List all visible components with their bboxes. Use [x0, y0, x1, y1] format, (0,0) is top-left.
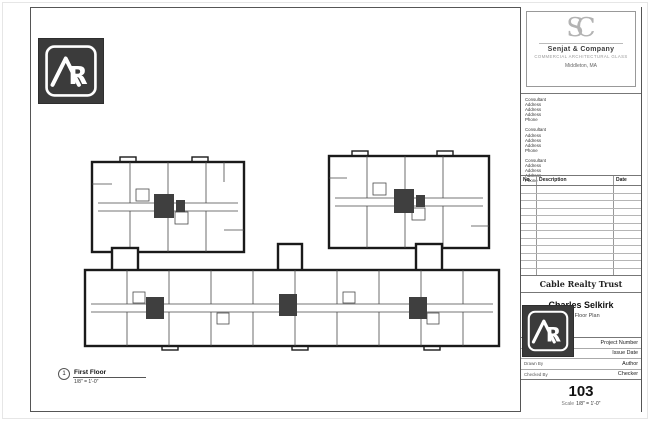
firm-logo-small: R	[522, 305, 574, 357]
wing-lower	[83, 268, 501, 351]
revision-row	[521, 223, 641, 231]
field-drawn-by: Drawn By Author	[521, 359, 641, 370]
col-description: Description	[537, 176, 614, 185]
firm-logo-large: R	[38, 38, 104, 104]
project-name: Charles Selkirk	[548, 300, 614, 310]
consultants-block: Consultant Address Address Address Phone…	[521, 93, 641, 183]
revision-row	[521, 261, 641, 269]
view-scale: 1/8" = 1'-0"	[74, 379, 99, 385]
titleblock: SC Senjat & Company COMMERCIAL ARCHITECT…	[520, 7, 641, 412]
firm-name: Senjat & Company	[547, 46, 615, 53]
stair-core	[409, 297, 427, 319]
firm-location: Middleton, MA	[565, 63, 597, 69]
stair-core	[394, 189, 414, 213]
sheet-border	[30, 7, 642, 412]
project-owner: Cable Realty Trust	[521, 275, 641, 293]
stair-core	[146, 297, 164, 319]
view-number: 1	[62, 371, 66, 377]
revision-row	[521, 201, 641, 209]
col-no: No.	[521, 176, 537, 185]
view-title: 1 First Floor 1/8" = 1'-0"	[58, 368, 147, 385]
revision-row	[521, 231, 641, 239]
consultant-entry: Consultant Address Address Address Phone	[525, 127, 546, 153]
ar-monogram-icon: R	[45, 45, 97, 97]
revision-row	[521, 193, 641, 201]
revision-row	[521, 186, 641, 194]
view-number-bubble: 1	[58, 368, 70, 380]
stair-core	[154, 194, 174, 218]
logo-letter: R	[546, 323, 561, 346]
sheet-name: First Floor Plan	[562, 313, 600, 319]
revision-row	[521, 268, 641, 275]
floor-plan	[83, 150, 501, 351]
revision-table: No. Description Date	[521, 175, 641, 275]
wing-upper-left	[90, 156, 246, 254]
ar-monogram-icon: R	[527, 310, 569, 352]
consultant-entry: Consultant Address Address Address Phone	[525, 97, 546, 123]
firm-monogram: SC	[566, 13, 595, 43]
firm-block: SC Senjat & Company COMMERCIAL ARCHITECT…	[521, 7, 641, 93]
divider	[538, 43, 624, 44]
revision-row	[521, 208, 641, 216]
revision-row	[521, 253, 641, 261]
revision-header: No. Description Date	[521, 176, 641, 186]
revision-row	[521, 246, 641, 254]
project-name-block: Charles Selkirk First Floor Plan	[521, 293, 641, 337]
revision-row	[521, 216, 641, 224]
view-name: First Floor	[73, 368, 147, 378]
logo-letter: R	[68, 61, 87, 90]
wing-upper-right	[327, 150, 491, 250]
col-date: Date	[616, 177, 627, 183]
firm-tagline: COMMERCIAL ARCHITECTURAL GLASS	[534, 54, 628, 59]
sheet-number: 103	[568, 383, 594, 400]
firm-card: SC Senjat & Company COMMERCIAL ARCHITECT…	[526, 11, 636, 87]
stair-core	[279, 294, 297, 316]
revision-row	[521, 238, 641, 246]
